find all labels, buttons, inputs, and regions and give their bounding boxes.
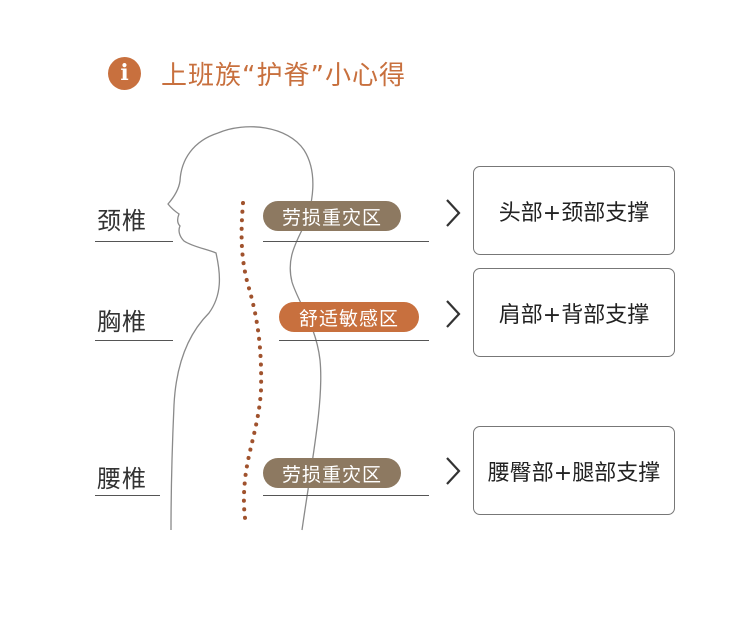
face-profile <box>167 132 221 531</box>
spine-label-cervical: 颈椎 <box>97 207 147 235</box>
chevron-right-icon <box>446 199 461 227</box>
support-box-waist-leg: 腰臀部+腿部支撑 <box>473 426 675 515</box>
spine-label-thoracic: 胸椎 <box>97 308 147 336</box>
divider <box>279 340 429 341</box>
spine-label-lumbar: 腰椎 <box>97 465 147 493</box>
divider <box>263 495 429 496</box>
body-outline <box>217 126 322 531</box>
spine-dots <box>239 201 264 527</box>
support-box-shoulder-back: 肩部+背部支撑 <box>473 268 675 357</box>
divider <box>95 495 160 496</box>
zone-badge-cervical: 劳损重灾区 <box>263 201 401 231</box>
divider <box>95 241 173 242</box>
support-box-head-neck: 头部+颈部支撑 <box>473 166 675 255</box>
zone-badge-lumbar: 劳损重灾区 <box>263 458 401 488</box>
zone-badge-thoracic: 舒适敏感区 <box>279 302 419 332</box>
divider <box>263 241 429 242</box>
divider <box>95 340 173 341</box>
chevron-right-icon <box>446 457 461 485</box>
page-title: 上班族“护脊”小心得 <box>161 60 406 91</box>
info-icon: i <box>108 56 141 90</box>
chevron-right-icon <box>446 300 461 328</box>
header: i 上班族“护脊”小心得 <box>108 53 406 93</box>
